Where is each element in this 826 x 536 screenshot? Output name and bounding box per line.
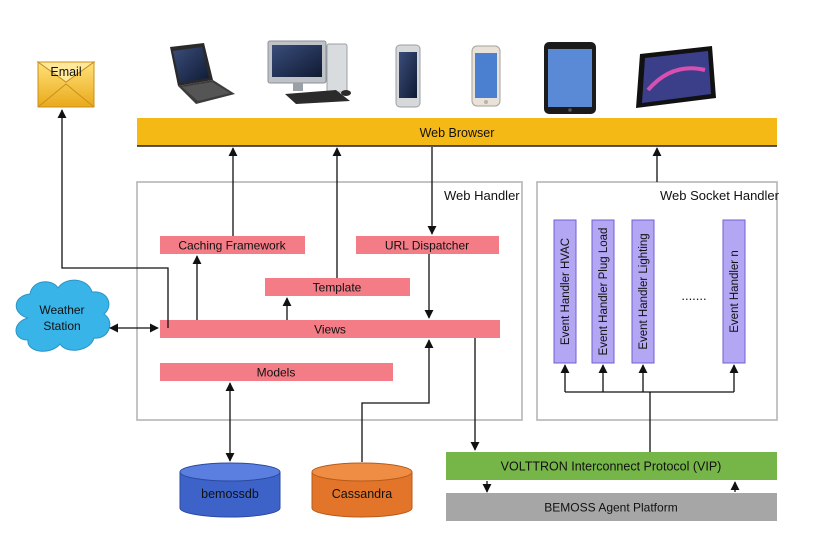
platform-bar [446,493,777,521]
web-handler-title: Web Handler [444,188,520,203]
event-handler-lighting-label: Event Handler Lighting [638,233,650,349]
event-handler-hvac-label: Event Handler HVAC [560,238,572,345]
web-socket-handler-title: Web Socket Handler [660,188,780,203]
vip-label: VOLTTRON Interconnect Protocol (VIP) [501,460,722,474]
connector-views-to-email [57,109,169,328]
bemossdb-cylinder [179,462,281,518]
email-label: Email [50,65,81,79]
caching-framework-block [160,236,305,254]
models-block [160,363,393,381]
web-browser-label: Web Browser [420,126,495,140]
cassandra-cylinder [311,462,413,518]
template-label: Template [313,281,362,295]
weather-station-label-line1: Weather [39,303,84,317]
cloud-icon [15,279,111,352]
handlers-ellipsis: ....... [681,288,706,303]
views-block [160,320,500,338]
desktop-computer-icon [267,40,351,104]
models-label: Models [257,366,296,380]
cassandra-label: Cassandra [332,487,392,501]
email-icon [36,61,96,108]
url-dispatcher-label: URL Dispatcher [385,239,469,253]
iphone-icon [471,45,501,107]
event-handler-plug-load [591,219,615,364]
event-handler-n-label: Event Handler n [729,250,741,332]
bemossdb-label: bemossdb [201,487,259,501]
web-handler-box [136,181,523,421]
connector-cassandra-to-views [361,339,434,462]
caching-framework-label: Caching Framework [178,239,286,253]
event-handler-plug-load-label: Event Handler Plug Load [598,228,610,356]
laptop-icon [170,43,235,104]
vip-bar [446,452,777,480]
views-label: Views [314,323,346,337]
event-handler-hvac [553,219,577,364]
url-dispatcher-block [356,236,499,254]
platform-label: BEMOSS Agent Platform [544,501,677,515]
event-handler-n [722,219,746,364]
event-handler-lighting [631,219,655,364]
web-browser-bar [137,118,777,146]
weather-station-label-line2: Station [43,319,80,333]
ipad-icon [544,42,596,114]
smartphone-icon [395,44,421,108]
tablet-icon [636,46,716,108]
template-block [265,278,410,296]
